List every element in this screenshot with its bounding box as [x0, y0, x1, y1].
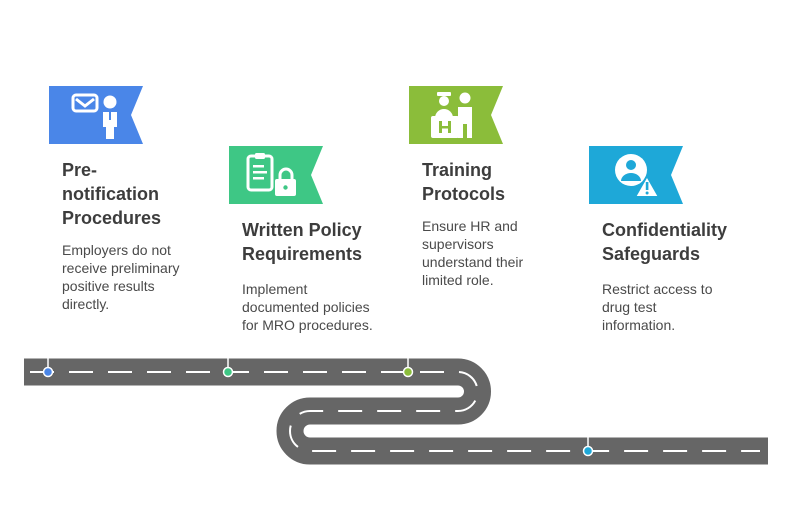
milestone-marker-2: [222, 366, 234, 378]
step-3-banner: [409, 86, 503, 144]
mail-person-icon: [71, 93, 99, 113]
user-warning-icon: [615, 154, 660, 198]
step-4-title: Confidentiality Safeguards: [602, 220, 727, 264]
milestone-marker-3: [402, 366, 414, 378]
step-1-title: Pre- notification Procedures: [62, 160, 162, 228]
step-1-banner: [49, 86, 143, 144]
road-lane-dashes: [30, 371, 760, 452]
milestone-marker-1: [42, 366, 54, 378]
step-2-banner: [229, 146, 323, 204]
step-3-title: Training Protocols: [422, 160, 506, 204]
step-3-description: Ensure HR and supervisors understand the…: [422, 218, 524, 288]
step-1-description: Employers do not receive preliminary pos…: [62, 242, 180, 312]
milestone-3: [402, 357, 414, 378]
clipboard-lock-icon: [246, 153, 296, 196]
step-4-banner: [589, 146, 683, 204]
milestone-1: [42, 357, 54, 378]
milestone-2: [222, 357, 234, 378]
milestone-marker-4: [582, 445, 594, 457]
step-2-title: Written Policy Requirements: [242, 220, 363, 264]
step-2-description: Implement documented policies for MRO pr…: [242, 281, 373, 333]
step-4-description: Restrict access to drug test information…: [602, 281, 713, 333]
milestone-4: [582, 437, 594, 457]
